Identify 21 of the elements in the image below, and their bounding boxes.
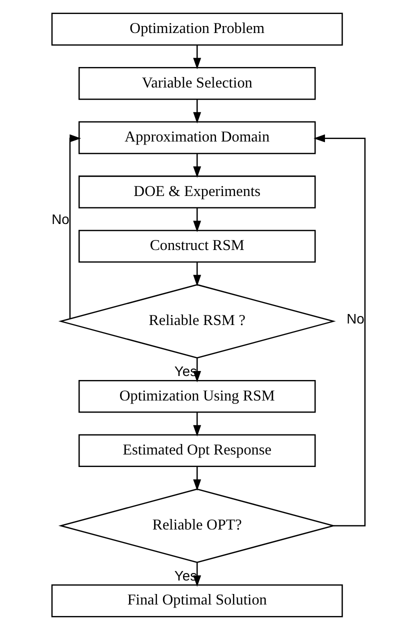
edge-label: No [346, 310, 364, 326]
arrow [192, 466, 201, 491]
node-box: Construct RSM [78, 230, 316, 263]
node-box: Estimated Opt Response [78, 434, 316, 468]
node-box: Optimization Using RSM [78, 380, 316, 413]
arrow [313, 134, 366, 526]
node-box: DOE & Experiments [78, 176, 316, 208]
arrow [192, 412, 201, 436]
arrow [192, 45, 201, 70]
edge-label: No [51, 211, 69, 228]
arrow [192, 154, 201, 178]
node-box: Optimization Problem [50, 12, 342, 46]
arrow [68, 134, 81, 319]
node-box: Variable Selection [78, 67, 316, 100]
node-box: Final Optimal Solution [50, 584, 342, 618]
node-diamond: Reliable RSM ? [58, 284, 336, 359]
arrow [192, 262, 201, 286]
node-diamond: Reliable OPT? [58, 488, 336, 563]
arrow [192, 99, 201, 124]
arrow [192, 208, 201, 232]
node-box: Approximation Domain [78, 121, 316, 154]
